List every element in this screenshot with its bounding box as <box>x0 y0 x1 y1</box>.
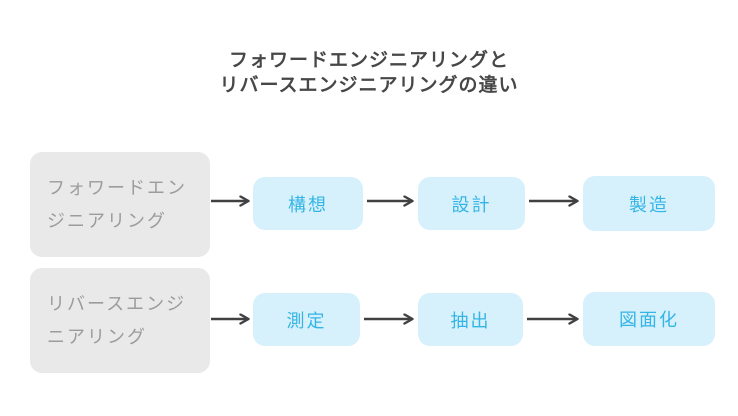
step-box-concept: 構想 <box>253 177 363 230</box>
step-box-measure: 測定 <box>253 293 360 346</box>
source-label-line-2: ジニアリング <box>47 210 167 232</box>
step-box-manufacture: 製造 <box>583 176 715 231</box>
source-box-reverse-engineering: リバースエンジ ニアリング <box>30 268 210 373</box>
step-box-drawing: 図面化 <box>583 292 715 346</box>
title-line-1: フォワードエンジニアリングと <box>228 49 509 71</box>
step-box-design: 設計 <box>418 177 525 230</box>
source-label-line-1: リバースエンジ <box>47 293 187 315</box>
step-box-extract: 抽出 <box>418 293 523 346</box>
diagram-title: フォワードエンジニアリングと リバースエンジニアリングの違い <box>0 48 738 98</box>
source-label-line-2: ニアリング <box>47 326 147 348</box>
title-line-2: リバースエンジニアリングの違い <box>219 74 519 96</box>
source-box-forward-engineering: フォワードエン ジニアリング <box>30 152 210 257</box>
source-label-line-1: フォワードエン <box>47 177 187 199</box>
